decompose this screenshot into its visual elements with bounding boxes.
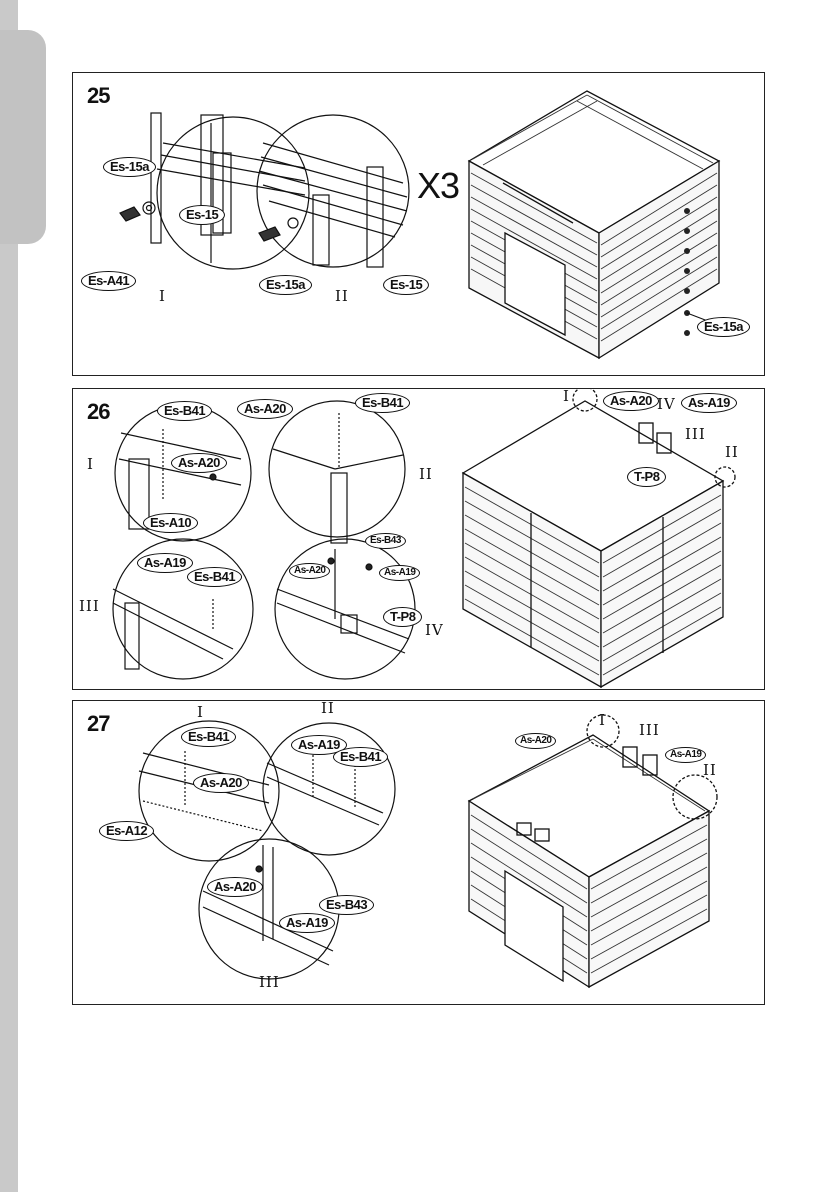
detail-numeral: IV: [657, 395, 676, 413]
part-label: Es-A12: [99, 821, 154, 841]
part-label: As-A20: [171, 453, 227, 473]
step-26-panel: 26: [72, 388, 765, 690]
detail-numeral: III: [639, 721, 660, 739]
part-label: As-A20: [237, 399, 293, 419]
detail-numeral: II: [703, 761, 717, 779]
detail-numeral: II: [321, 699, 335, 717]
detail-numeral: IV: [425, 621, 444, 639]
step-26-illustration: [73, 389, 766, 691]
part-label: Es-15a: [697, 317, 750, 337]
detail-numeral: I: [563, 387, 570, 405]
part-label: As-A19: [137, 553, 193, 573]
part-label: As-A19: [681, 393, 737, 413]
shed-drawing: [469, 91, 719, 358]
detail-numeral: I: [599, 711, 606, 729]
part-label: As-A20: [603, 391, 659, 411]
part-label: Es-B43: [319, 895, 374, 915]
part-label: As-A20: [193, 773, 249, 793]
part-label: Es-B41: [333, 747, 388, 767]
detail-circle-2: [269, 401, 405, 543]
part-label: Es-A10: [143, 513, 198, 533]
step-27-illustration: [73, 701, 766, 1006]
step-27-panel: 27: [72, 700, 765, 1005]
part-label: Es-15: [179, 205, 225, 225]
step-25-panel: 25: [72, 72, 765, 376]
detail-numeral: I: [197, 703, 204, 721]
part-label: As-A20: [207, 877, 263, 897]
detail-numeral: I: [159, 287, 166, 305]
detail-numeral: III: [259, 973, 280, 991]
part-label: Es-B41: [181, 727, 236, 747]
part-label: Es-15: [383, 275, 429, 295]
part-label: Es-B41: [355, 393, 410, 413]
detail-numeral: III: [79, 597, 100, 615]
quantity-multiplier: X3: [417, 165, 459, 207]
detail-numeral: II: [725, 443, 739, 461]
part-label: Es-15a: [103, 157, 156, 177]
part-label: Es-A41: [81, 271, 136, 291]
detail-numeral: III: [685, 425, 706, 443]
detail-numeral: II: [419, 465, 433, 483]
part-label: As-A19: [279, 913, 335, 933]
part-label: Es-B41: [187, 567, 242, 587]
detail-numeral: II: [335, 287, 349, 305]
step-25-illustration: [73, 73, 766, 377]
part-label: Es-B43: [365, 533, 406, 549]
detail-numeral: I: [87, 455, 94, 473]
section-tab: [0, 30, 46, 244]
part-label: Es-15a: [259, 275, 312, 295]
part-label: Es-B41: [157, 401, 212, 421]
